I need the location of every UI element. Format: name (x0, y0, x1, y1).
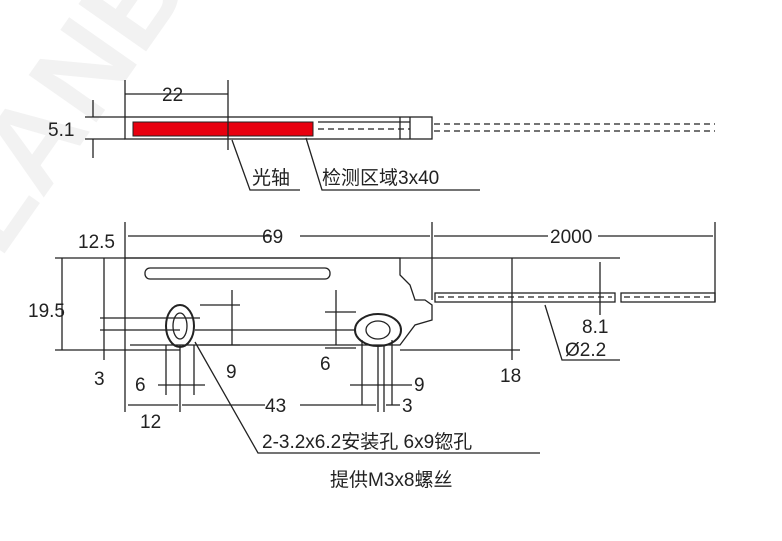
dim-19-5: 19.5 (28, 301, 65, 322)
label-optical-axis: 光轴 (252, 167, 290, 189)
dim-22: 22 (162, 85, 183, 106)
dim-6-left: 6 (135, 375, 146, 396)
cable (434, 292, 616, 303)
detection-area-red (132, 121, 314, 137)
top-view: 22 5.1 光轴 检测区域3x40 (48, 80, 715, 191)
sensor-body-top (124, 116, 433, 140)
dim-18: 18 (500, 366, 521, 387)
dim-8-1: 8.1 (582, 317, 608, 338)
dim-9-left: 9 (226, 362, 237, 383)
dim-5-1: 5.1 (48, 120, 74, 141)
dim-3-left: 3 (94, 369, 105, 390)
dim-3-right: 3 (402, 396, 413, 417)
dim-12-5: 12.5 (78, 232, 115, 253)
dim-43: 43 (265, 396, 286, 417)
cable-diameter: Ø2.2 (565, 340, 606, 361)
dim-6-right: 6 (320, 354, 331, 375)
mounting-slot (144, 267, 331, 280)
note-screws: 提供M3x8螺丝 (330, 469, 452, 491)
label-detection-area: 检测区域3x40 (322, 167, 439, 189)
dim-69: 69 (262, 227, 283, 248)
note-mounting-holes: 2-3.2x6.2安装孔 6x9锪孔 (262, 431, 472, 453)
dim-2000: 2000 (550, 227, 592, 248)
side-view: 69 2000 12.5 19.5 3 9 6 12 43 6 (28, 222, 716, 491)
dim-12: 12 (140, 412, 161, 433)
dim-9-right: 9 (414, 375, 425, 396)
mounting-hole-left (165, 304, 195, 348)
